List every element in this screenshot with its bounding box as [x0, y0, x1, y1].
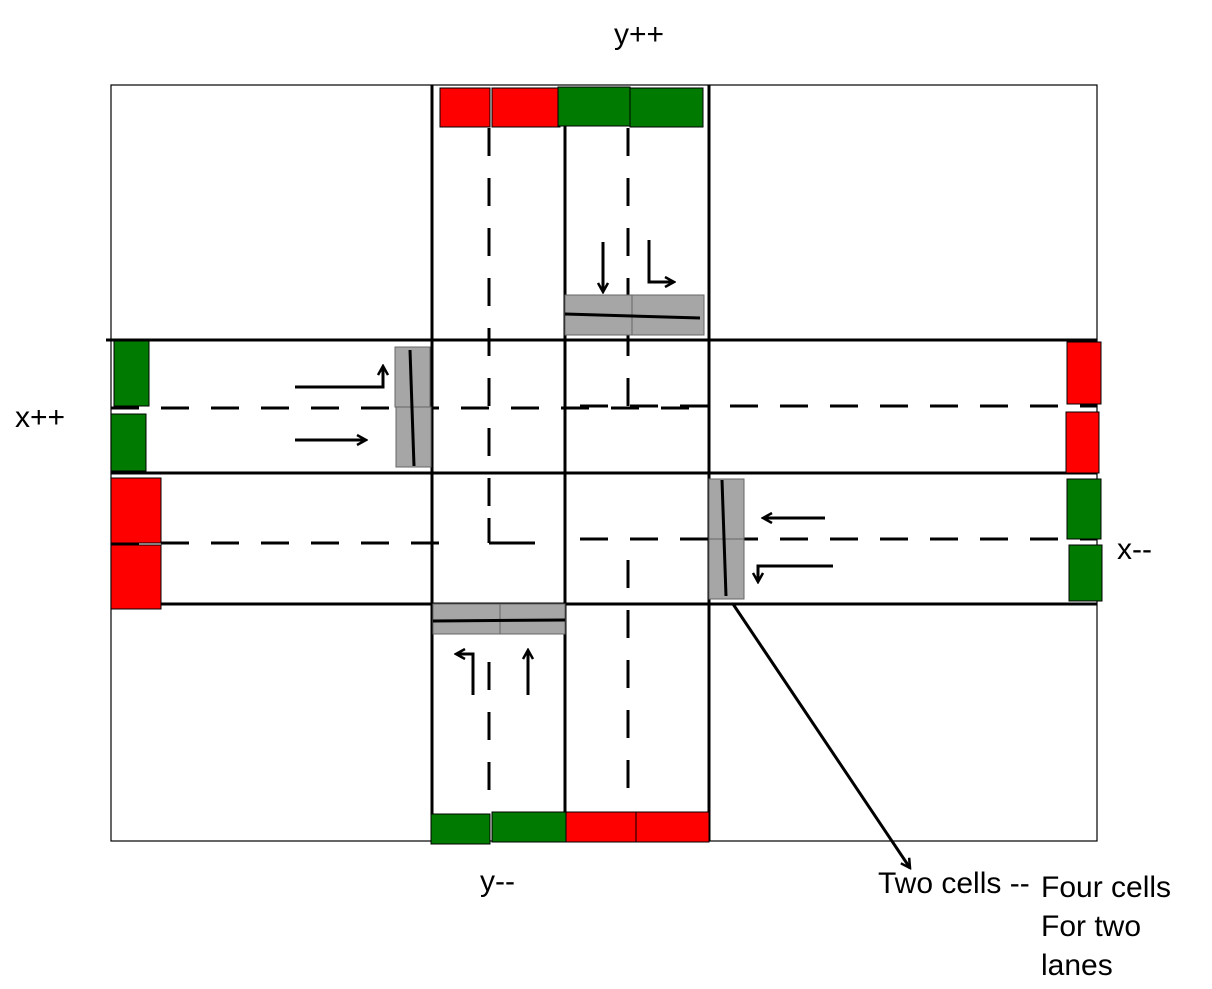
signal-green — [629, 87, 704, 128]
stop-cells-top — [564, 294, 705, 336]
signal-green — [430, 813, 491, 845]
arrow-straight-turn — [758, 564, 833, 582]
arrow-turn — [456, 654, 475, 695]
annotation-pointer — [731, 603, 910, 868]
arrow-straight-turn — [295, 366, 383, 389]
signal-group-bottom — [430, 811, 710, 845]
stop-line — [564, 312, 701, 320]
annotation-line: lanes — [1041, 949, 1113, 982]
signal-green — [491, 811, 567, 843]
signal-red — [1065, 411, 1100, 474]
signal-red — [439, 87, 491, 128]
label-x-minus: x-- — [1117, 533, 1152, 566]
signal-group-right — [1065, 341, 1103, 602]
annotation-four-cells: Four cells For two lanes — [1041, 868, 1171, 985]
annotation-line: Four cells — [1041, 871, 1172, 904]
signal-red — [635, 811, 710, 843]
outer-frame — [110, 84, 1098, 842]
signal-group-top — [439, 86, 704, 128]
signal-red — [491, 87, 561, 128]
stop-cell — [432, 603, 501, 635]
signal-green — [1068, 544, 1103, 602]
lane-markings-corners — [487, 380, 630, 545]
arrow-turn — [647, 240, 674, 282]
lane-markings — [111, 128, 1097, 800]
signal-green — [1066, 478, 1102, 540]
stop-cell — [708, 478, 745, 540]
signal-red — [565, 811, 637, 843]
signal-green — [113, 340, 150, 407]
stop-cells-left — [394, 346, 432, 468]
stop-cells-right — [708, 478, 745, 600]
signal-green — [110, 413, 147, 472]
annotation-line: For two — [1041, 910, 1142, 943]
signal-red — [110, 544, 162, 610]
annotation-two-cells: Two cells -- — [878, 867, 1030, 900]
label-y-plus: y++ — [614, 18, 665, 51]
road-borders — [106, 85, 1097, 841]
label-x-plus: x++ — [15, 401, 66, 434]
signal-group-left — [110, 340, 162, 610]
signal-red — [110, 477, 162, 544]
stop-line — [408, 349, 416, 467]
label-y-minus: y-- — [480, 865, 515, 898]
signal-green — [557, 86, 631, 127]
direction-arrows — [295, 240, 833, 695]
signal-red — [1066, 341, 1102, 405]
stop-line — [720, 479, 728, 597]
stop-cells-bottom — [432, 603, 566, 635]
stop-line — [432, 618, 566, 623]
